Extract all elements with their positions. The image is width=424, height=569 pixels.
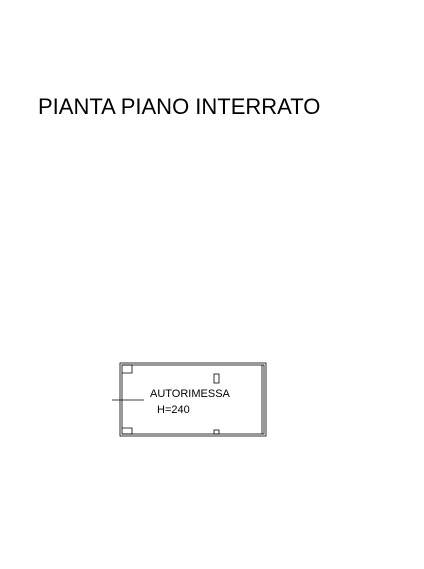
room-height-label: H=240: [157, 404, 190, 416]
pillar-top-left: [122, 364, 133, 374]
outer-wall: [119, 362, 267, 437]
inner-wall: [121, 364, 265, 435]
garage-room: [112, 362, 267, 437]
fixture-box: [213, 373, 220, 384]
room-name-label: AUTORIMESSA: [150, 388, 230, 400]
wall-marker-bottom: [213, 429, 220, 435]
plan-title: PIANTA PIANO INTERRATO: [38, 94, 321, 119]
pillar-bottom-left: [122, 427, 133, 435]
